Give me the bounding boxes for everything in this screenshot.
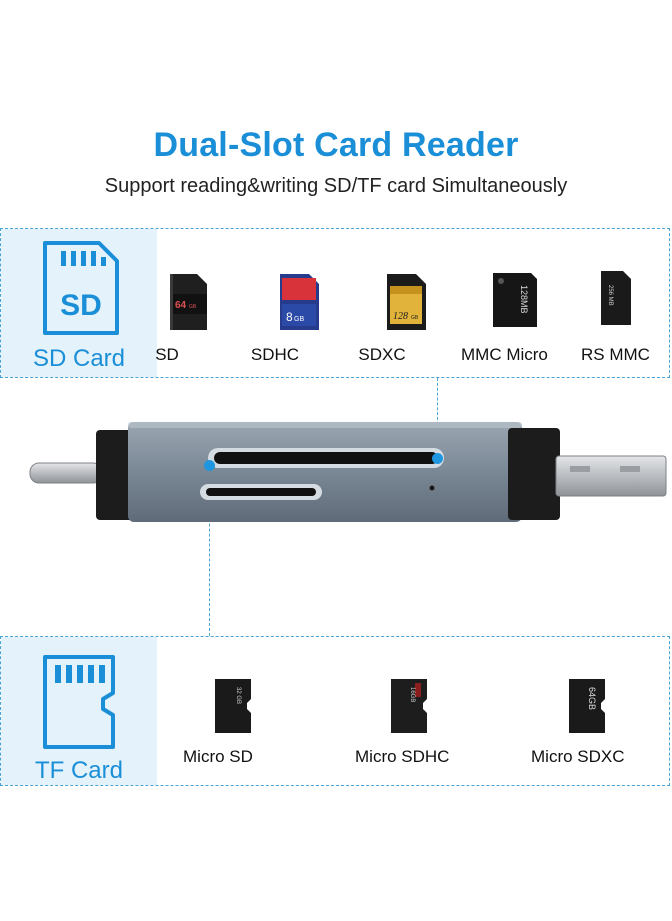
status-led <box>429 485 435 491</box>
sd-icon-text: SD <box>60 289 102 322</box>
micro-sd-card-image: 32 GB <box>215 679 251 733</box>
mmc-micro-card-print: 128MB <box>519 285 529 314</box>
sdxc-card-image: 128 GB <box>387 274 426 330</box>
sd-card-panel: SD SD Card 64 GB SD 8 GB SDHC 128 GB <box>0 228 670 378</box>
usb-c-plug <box>29 462 103 484</box>
mmc-micro-card-image: 128MB <box>493 273 537 327</box>
sd-slot-indicator <box>432 453 443 464</box>
rs-mmc-card-print: 256 MB <box>607 285 613 306</box>
tf-card-panel: TF Card 32 GB Micro SD 16GB Micro SDHC 6… <box>0 636 670 786</box>
sd-panel-caption: SD Card <box>32 345 126 372</box>
tf-panel-left <box>1 637 157 785</box>
left-cap <box>96 430 138 520</box>
tf-slot-indicator <box>204 460 215 471</box>
sd-card-print: 64 <box>175 300 187 311</box>
card-label-sd: SD <box>155 345 179 364</box>
sd-card-image: 64 GB <box>170 274 207 330</box>
card-label-sdxc: SDXC <box>358 345 406 364</box>
card-label-micro-sdxc: Micro SDXC <box>531 747 625 766</box>
tf-card-icon <box>43 655 115 749</box>
card-label-mmc-micro: MMC Micro <box>461 345 548 364</box>
usb-a-plug <box>555 455 667 497</box>
sdxc-card-print: 128 <box>393 311 408 322</box>
sdhc-card-print: 8 <box>286 310 293 324</box>
sd-card-icon: SD <box>43 241 119 335</box>
card-label-sdhc: SDHC <box>250 345 300 364</box>
micro-sdhc-card-image: 16GB <box>391 679 427 733</box>
card-label-micro-sd: Micro SD <box>183 747 253 766</box>
sd-connector-line <box>437 378 438 454</box>
micro-sdhc-card-print: 16GB <box>409 687 415 702</box>
sd-card-print-unit: GB <box>189 304 197 310</box>
card-label-micro-sdhc: Micro SDHC <box>355 747 450 766</box>
sd-panel-left <box>1 229 157 377</box>
sdxc-card-print-unit: GB <box>411 315 419 321</box>
card-label-rs-mmc: RS MMC <box>581 345 650 364</box>
right-cap <box>508 428 560 520</box>
sdhc-card-image: 8 GB <box>280 274 319 330</box>
micro-sdxc-card-image: 64GB <box>569 679 605 733</box>
tf-panel-caption: TF Card <box>34 757 123 784</box>
tf-connector-line <box>209 469 210 636</box>
page-subtitle: Support reading&writing SD/TF card Simul… <box>104 175 568 197</box>
reader-body <box>128 422 522 522</box>
rs-mmc-card-image: 256 MB <box>601 271 631 325</box>
micro-sd-card-print: 32 GB <box>235 687 241 704</box>
card-reader-device <box>29 422 667 522</box>
micro-sdxc-card-print: 64GB <box>587 687 597 710</box>
sdhc-card-print-unit: GB <box>294 316 304 323</box>
page-title: Dual-Slot Card Reader <box>153 126 519 164</box>
